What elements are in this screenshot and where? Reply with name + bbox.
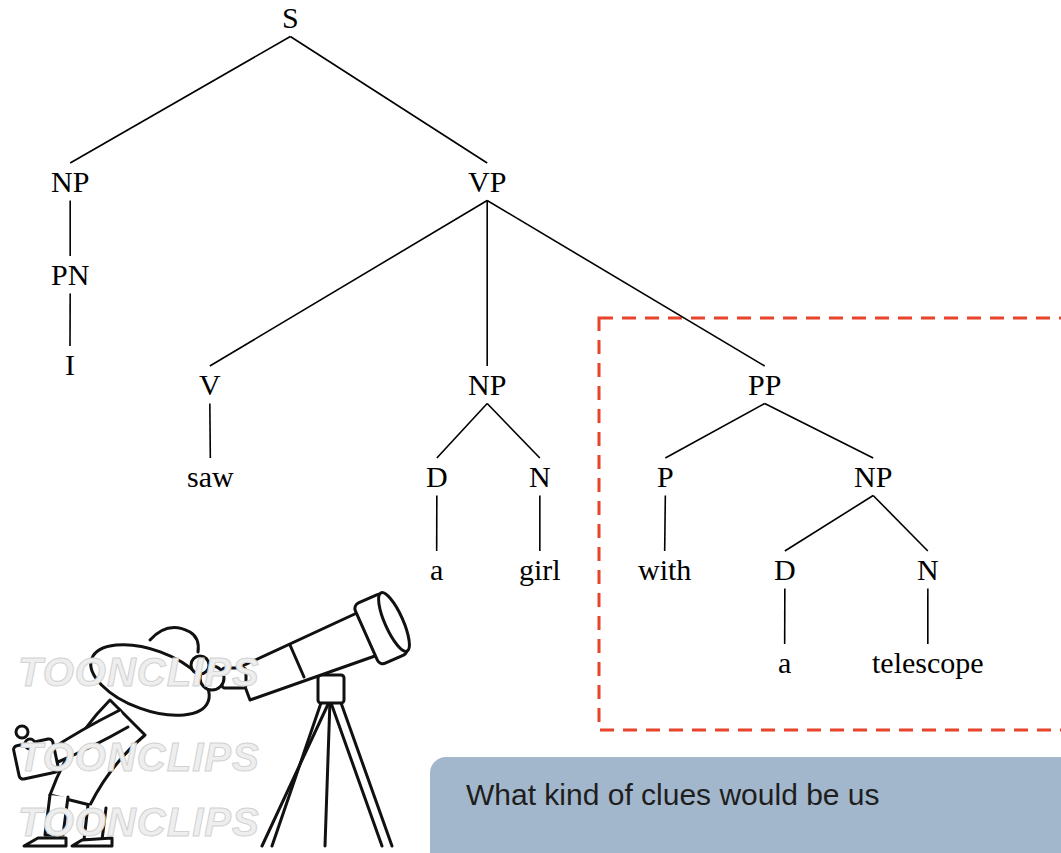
tree-label: P: [657, 461, 674, 493]
tree-branch: [664, 496, 666, 552]
tree-label: telescope: [872, 647, 984, 679]
tree-branch: [873, 496, 928, 552]
tree-node: NP: [849, 458, 897, 496]
tree-node: a: [425, 551, 448, 589]
tree-node: telescope: [867, 644, 989, 682]
watermark: TOONCLIPS: [18, 800, 260, 845]
tree-node: girl: [514, 551, 566, 589]
tree-node: VP: [463, 163, 511, 201]
tree-label: S: [282, 2, 299, 34]
tree-label: with: [638, 554, 691, 586]
tree-label: a: [778, 647, 791, 679]
tree-node: D: [421, 458, 453, 496]
tree-label: N: [917, 554, 939, 586]
tree-node: P: [652, 458, 679, 496]
tree-branch: [69, 201, 71, 257]
tree-branch: [487, 404, 540, 459]
tree-node: I: [60, 346, 80, 384]
highlight-box: [599, 318, 1061, 730]
tree-branch: [665, 404, 764, 459]
tree-label: saw: [187, 461, 234, 493]
tree-branch: [486, 201, 488, 367]
tree-branch: [290, 37, 487, 164]
tree-node: NP: [46, 163, 94, 201]
tree-label: N: [529, 461, 551, 493]
tree-label: NP: [854, 461, 892, 493]
tree-label: NP: [468, 369, 506, 401]
tree-label: V: [199, 369, 221, 401]
tree-label: girl: [519, 554, 561, 586]
tree-node: PP: [743, 366, 786, 404]
telescope-cartoon: [13, 589, 415, 846]
tree-branch: [210, 201, 487, 367]
tree-branch: [785, 496, 873, 552]
tree-branch: [927, 589, 929, 645]
tree-label: PN: [51, 259, 89, 291]
tree-node: D: [769, 551, 801, 589]
tree-node: N: [912, 551, 944, 589]
tree-branch: [209, 404, 211, 459]
watermark: TOONCLIPS: [18, 735, 260, 780]
tree-node: N: [524, 458, 556, 496]
tree-node: with: [633, 551, 696, 589]
tree-branch: [437, 404, 487, 459]
watermark: TOONCLIPS: [18, 650, 260, 695]
tree-label: a: [430, 554, 443, 586]
tree-branch: [70, 37, 290, 164]
tree-branch: [436, 496, 438, 552]
tree-label: D: [426, 461, 448, 493]
question-callout: What kind of clues would be us: [430, 757, 1061, 853]
tree-branch: [487, 201, 765, 367]
tree-node: NP: [463, 366, 511, 404]
tree-branch: [765, 404, 873, 459]
tree-branch: [69, 294, 71, 347]
tree-node: V: [194, 366, 226, 404]
tree-label: NP: [51, 166, 89, 198]
tree-label: PP: [748, 369, 781, 401]
callout-text: What kind of clues would be us: [466, 777, 1025, 813]
tree-node: saw: [182, 458, 239, 496]
tree-node: S: [277, 0, 304, 37]
tree-branch: [784, 589, 786, 645]
tree-label: I: [65, 349, 75, 381]
tree-label: D: [774, 554, 796, 586]
connector-group: [70, 37, 928, 645]
tree-node: PN: [46, 256, 94, 294]
tree-node: a: [773, 644, 796, 682]
tree-label: VP: [468, 166, 506, 198]
tree-branch: [539, 496, 541, 552]
